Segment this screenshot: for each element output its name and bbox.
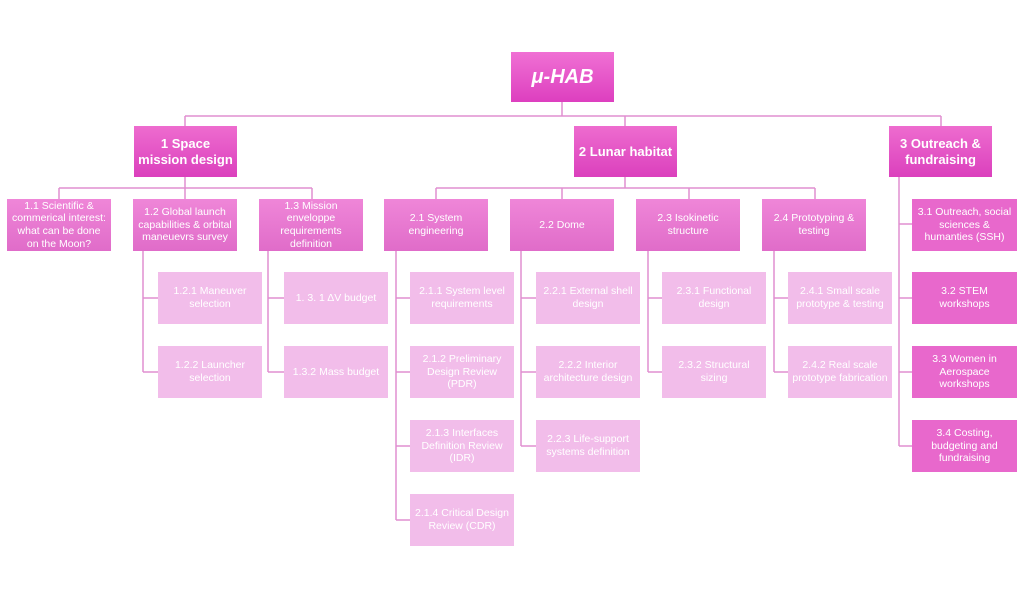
node-1-2-2: 1.2.2 Launcher selection xyxy=(158,346,262,398)
node-2-4-2: 2.4.2 Real scale prototype fabrication xyxy=(788,346,892,398)
branch-outreach-fundraising: 3 Outreach & fundraising xyxy=(889,126,992,177)
node-2-2-1: 2.2.1 External shell design xyxy=(536,272,640,324)
node-3-1: 3.1 Outreach, social sciences & humantie… xyxy=(912,199,1017,251)
node-2-2-2: 2.2.2 Interior architecture design xyxy=(536,346,640,398)
node-2-3-1: 2.3.1 Functional design xyxy=(662,272,766,324)
node-3-3: 3.3 Women in Aerospace workshops xyxy=(912,346,1017,398)
node-2-4-1: 2.4.1 Small scale prototype & testing xyxy=(788,272,892,324)
node-1-3: 1.3 Mission enveloppe requirements defin… xyxy=(259,199,363,251)
node-2-1-3: 2.1.3 Interfaces Definition Review (IDR) xyxy=(410,420,514,472)
node-2-3: 2.3 Isokinetic structure xyxy=(636,199,740,251)
node-1-2-1: 1.2.1 Maneuver selection xyxy=(158,272,262,324)
branch-space-mission-design: 1 Space mission design xyxy=(134,126,237,177)
node-3-4: 3.4 Costing, budgeting and fundraising xyxy=(912,420,1017,472)
node-3-2: 3.2 STEM workshops xyxy=(912,272,1017,324)
node-2-1-1: 2.1.1 System level requirements xyxy=(410,272,514,324)
node-2-1-2: 2.1.2 Preliminary Design Review (PDR) xyxy=(410,346,514,398)
node-1-3-2: 1.3.2 Mass budget xyxy=(284,346,388,398)
node-2-2-3: 2.2.3 Life-support systems definition xyxy=(536,420,640,472)
node-1-3-1: 1. 3. 1 ΔV budget xyxy=(284,272,388,324)
branch-lunar-habitat: 2 Lunar habitat xyxy=(574,126,677,177)
node-2-3-2: 2.3.2 Structural sizing xyxy=(662,346,766,398)
node-1-2: 1.2 Global launch capabilities & orbital… xyxy=(133,199,237,251)
node-2-1: 2.1 System engineering xyxy=(384,199,488,251)
root-node: μ-HAB xyxy=(511,52,614,102)
node-1-1: 1.1 Scientific & commerical interest: wh… xyxy=(7,199,111,251)
node-2-4: 2.4 Prototyping & testing xyxy=(762,199,866,251)
node-2-1-4: 2.1.4 Critical Design Review (CDR) xyxy=(410,494,514,546)
node-2-2: 2.2 Dome xyxy=(510,199,614,251)
